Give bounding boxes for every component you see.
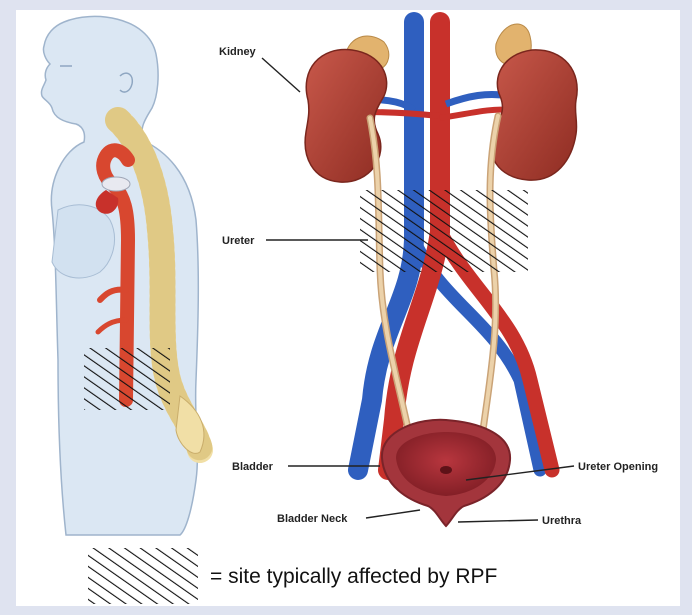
hatch-region-abdominal-aorta (84, 348, 170, 410)
label-kidney: Kidney (219, 46, 257, 58)
label-bladder-neck: Bladder Neck (277, 513, 348, 525)
bladder (382, 420, 510, 526)
label-bladder: Bladder (232, 461, 274, 473)
legend-text: = site typically affected by RPF (210, 565, 497, 588)
label-ureter-opening: Ureter Opening (578, 461, 658, 473)
hatch-region-ureters (360, 190, 528, 272)
label-ureter: Ureter (222, 235, 255, 247)
label-urethra: Urethra (542, 515, 582, 527)
legend-hatch-swatch (88, 548, 198, 604)
